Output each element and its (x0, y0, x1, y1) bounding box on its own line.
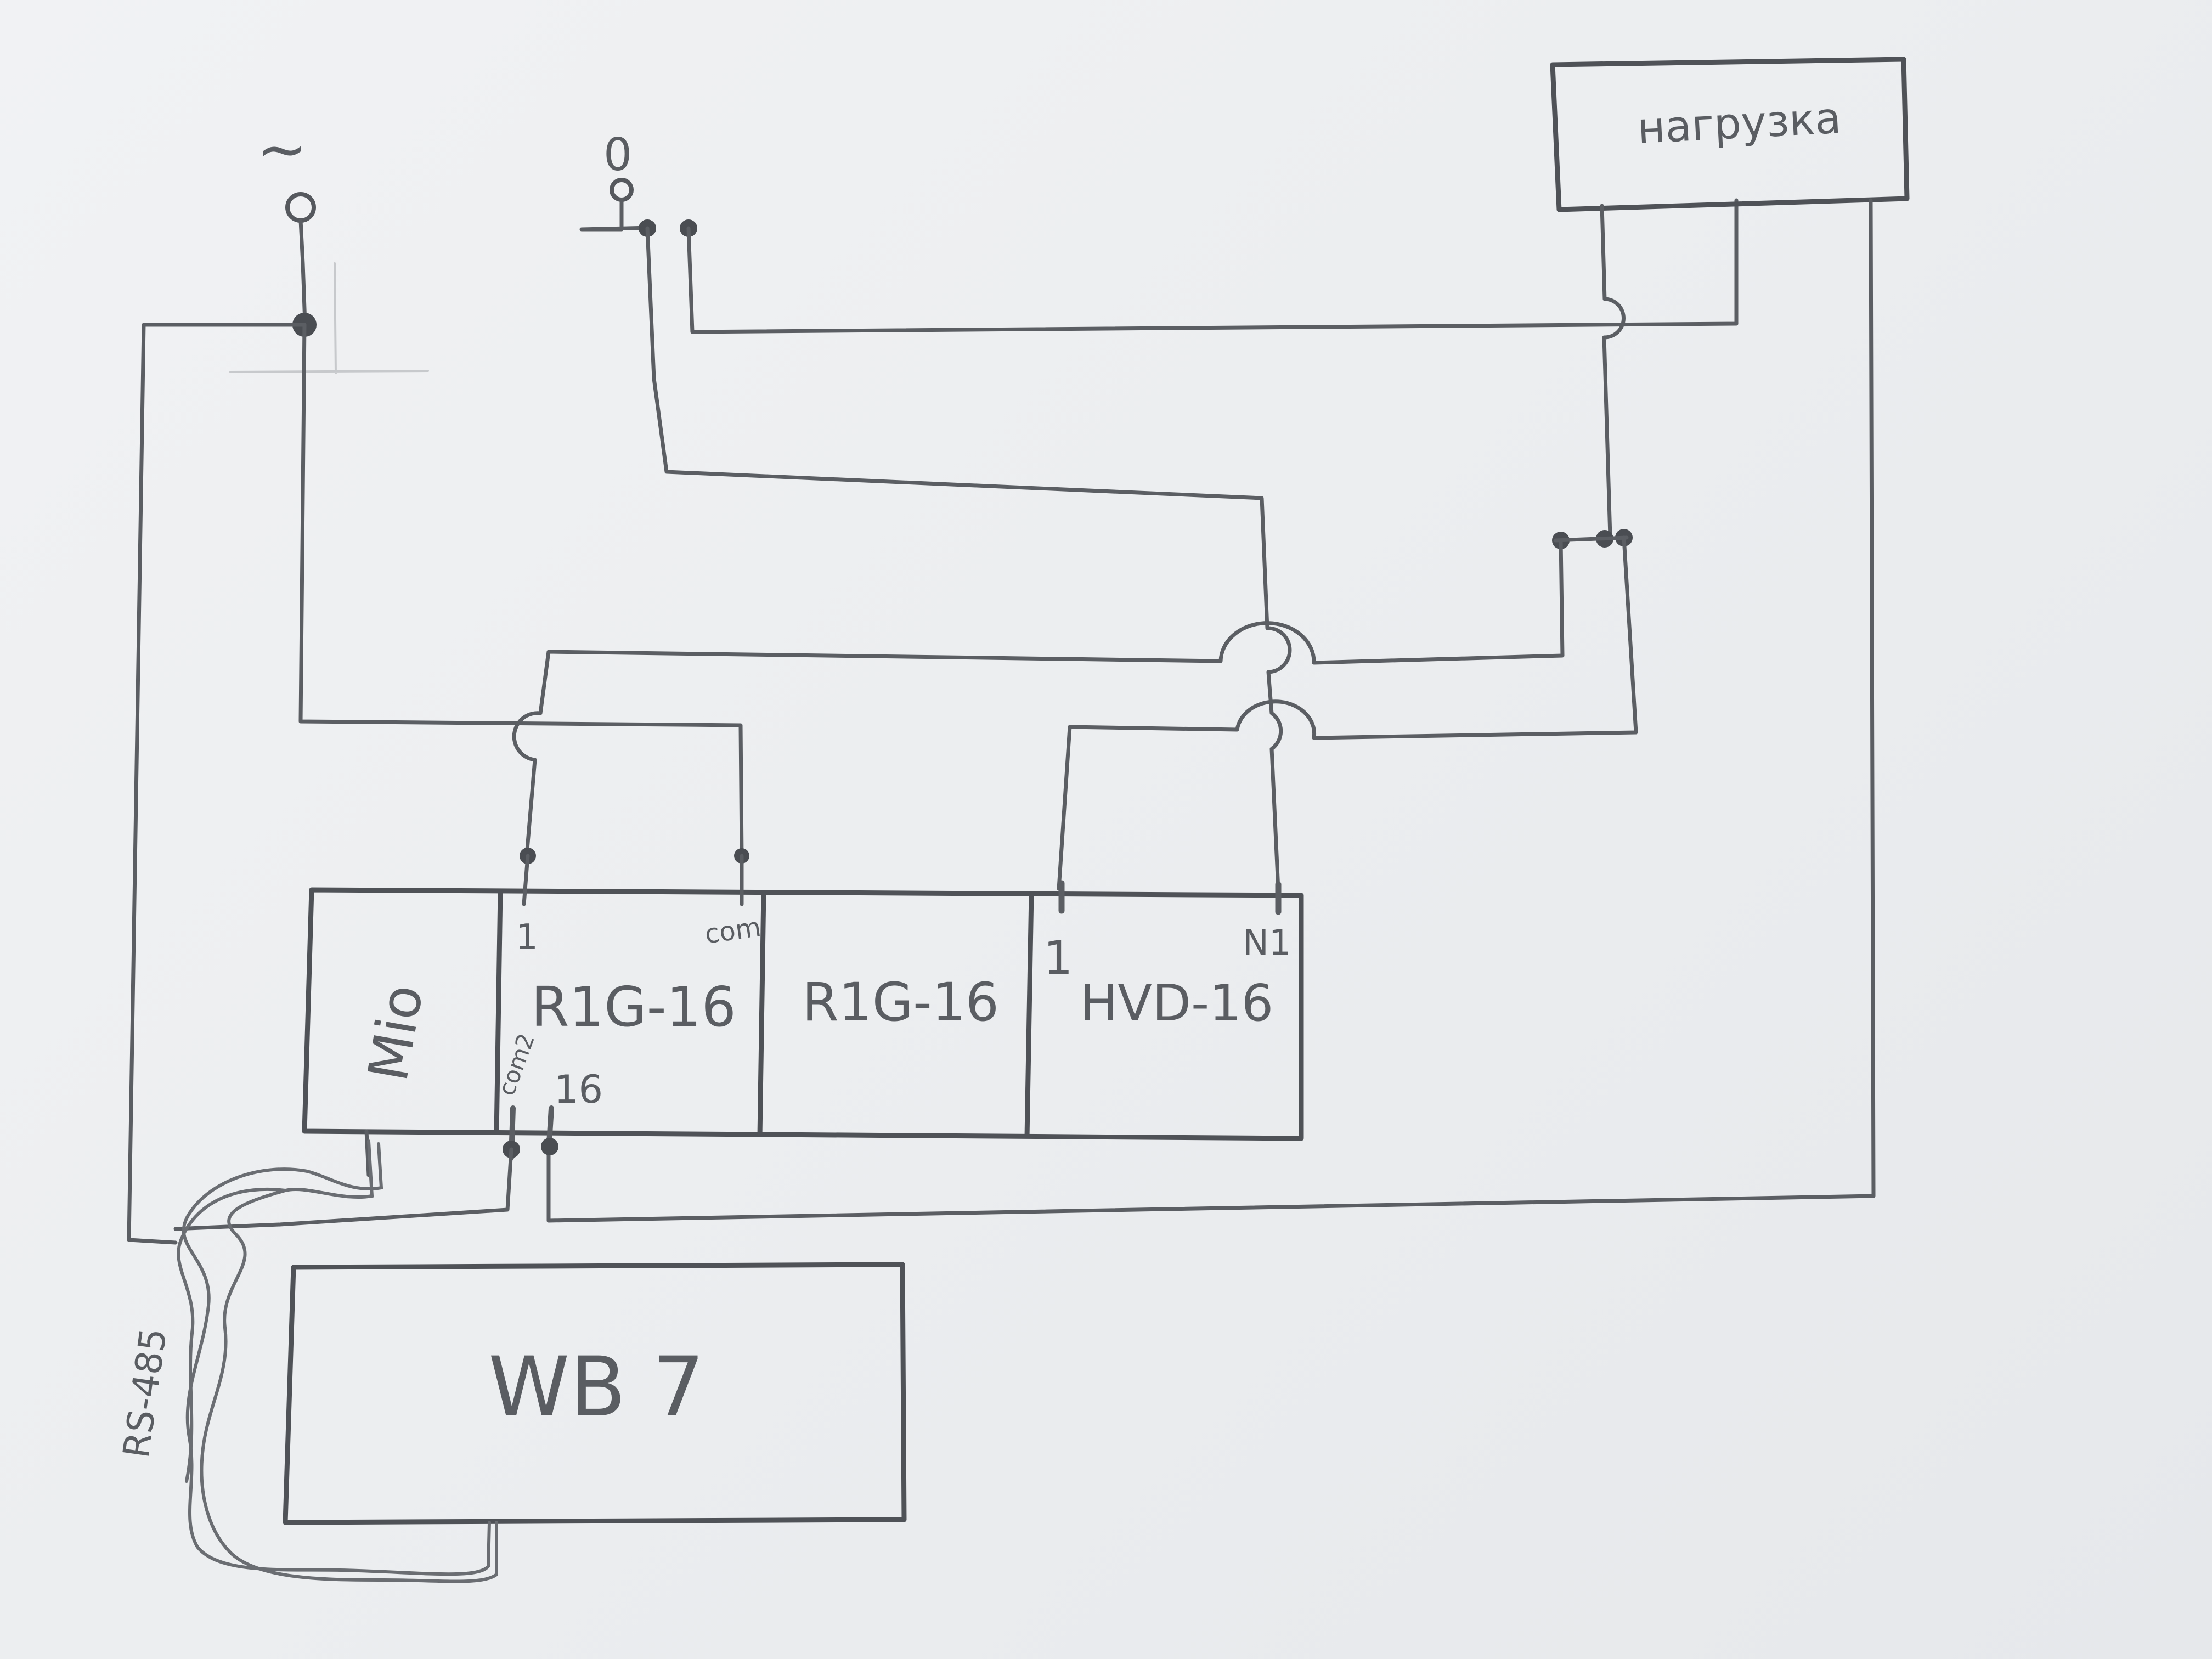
phase-terminal-ring (285, 192, 316, 223)
module-rail (302, 887, 1304, 1141)
phase-wire-to-com (298, 323, 744, 858)
rs485-cable-strand-c (177, 1187, 287, 1483)
module-hvd16-label: HVD-16 (1080, 974, 1273, 1032)
r1g-pin-com-label: com (703, 912, 763, 950)
load-junction-bar (1553, 535, 1629, 543)
divider-r1g-r1g (757, 891, 766, 1136)
divider-mio-r1g (494, 890, 503, 1135)
neutral-wire-to-hvd-n1 (645, 226, 1292, 892)
r1g-pin16-dot (541, 1138, 558, 1155)
hvd-pin-1-label: 1 (1043, 931, 1073, 985)
module-mio-label: Mio (356, 980, 436, 1086)
phase-wire-left-bus (127, 323, 307, 1245)
phase-switch-lever (298, 218, 307, 326)
rs485-cable-strand-a (182, 1142, 491, 1576)
phase-symbol: ~ (257, 114, 307, 184)
module-r1g16-a-label: R1G-16 (531, 975, 736, 1039)
neutral-symbol: 0 (603, 129, 632, 181)
wb7-label: WB 7 (488, 1340, 704, 1435)
rs485-label: RS-485 (115, 1325, 175, 1460)
construction-mark (229, 262, 429, 374)
r1g-pin-1-stub (522, 854, 530, 906)
rs485-cable-strand-b (200, 1139, 498, 1583)
load-return-wire (1600, 204, 1626, 539)
divider-r1g-hvd (1024, 893, 1034, 1137)
load-wire-to-r1g-pin1 (512, 538, 1565, 858)
mio-stub (364, 1129, 371, 1177)
neutral-terminal-stem (579, 198, 652, 232)
module-r1g16-b-label: R1G-16 (802, 972, 999, 1033)
r1g-pin-1-label: 1 (516, 917, 538, 958)
com2-wire-left (173, 1147, 514, 1231)
load-label: нагрузка (1636, 94, 1842, 154)
load-box (1550, 57, 1910, 212)
neutral-wire-to-load (686, 198, 1739, 334)
neutral-terminal-ring (610, 178, 634, 202)
r1g-pin-16-label: 16 (554, 1067, 603, 1112)
wb7-controller-box (283, 1262, 907, 1525)
hvd-pin-n1-label: N1 (1243, 923, 1291, 963)
load-wire-to-hvd-pin1 (1057, 535, 1638, 891)
load-wire-to-pin16 (546, 198, 1876, 1223)
